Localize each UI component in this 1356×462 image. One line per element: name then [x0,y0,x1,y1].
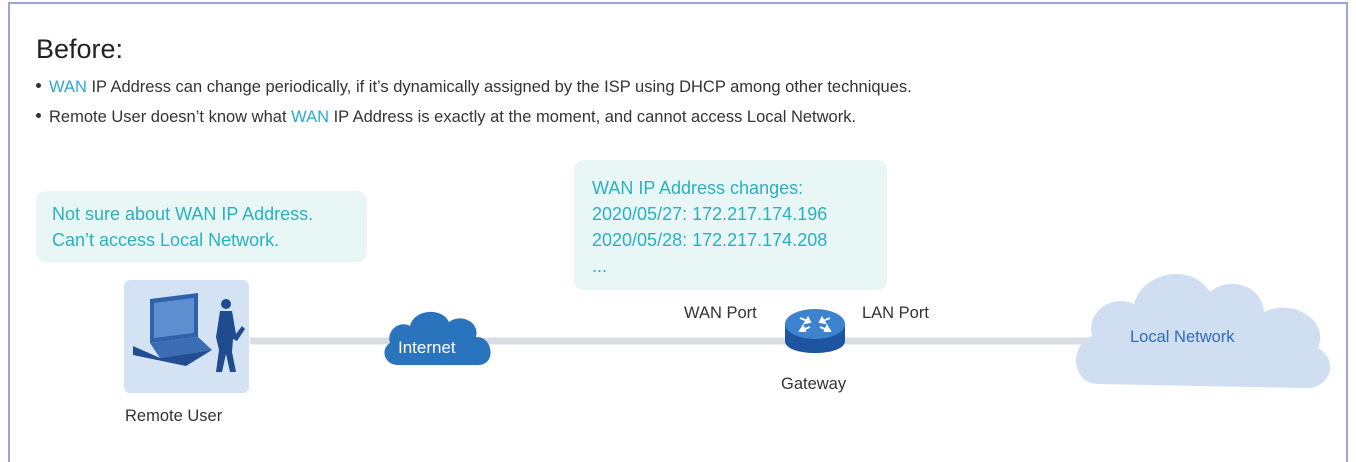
lan-port-label: LAN Port [862,304,929,322]
bullet-item-1: WAN IP Address can change periodically, … [36,78,912,97]
section-heading: Before: [36,34,124,64]
bullet-text: IP Address is exactly at the moment, and… [329,108,857,126]
remote-user-note: Not sure about WAN IP Address. Can’t acc… [36,191,367,262]
note-line: 2020/05/27: 172.217.174.196 [592,204,828,224]
bullet-item-2: Remote User doesn’t know what WAN IP Add… [36,108,856,127]
note-line: Can’t access Local Network. [52,230,280,250]
router-icon [785,309,845,353]
local-network-label: Local Network [1130,328,1235,346]
remote-user-label: Remote User [125,407,223,425]
person-icon [216,299,245,372]
laptop-icon [133,293,212,366]
wan-changes-note: WAN IP Address changes: 2020/05/27: 172.… [574,160,887,290]
note-line: 2020/05/28: 172.217.174.208 [592,230,828,250]
local-network-cloud-icon [1076,274,1331,389]
note-line: Not sure about WAN IP Address. [52,204,314,224]
diagram-frame [8,2,1348,462]
note-line: WAN IP Address changes: [592,178,804,198]
bullet-dot [36,83,41,89]
bullet-dot [36,113,41,119]
gateway-label: Gateway [781,375,847,393]
internet-cloud-icon [384,311,491,365]
wan-port-label: WAN Port [684,304,757,322]
network-diagram [124,274,1331,393]
internet-label: Internet [398,338,456,357]
note-line: ... [592,256,608,276]
wan-highlight: WAN [291,108,330,126]
bullet-text: Remote User doesn’t know what [49,108,292,126]
bullet-text: IP Address can change periodically, if i… [86,78,912,96]
wan-highlight: WAN [49,78,87,96]
